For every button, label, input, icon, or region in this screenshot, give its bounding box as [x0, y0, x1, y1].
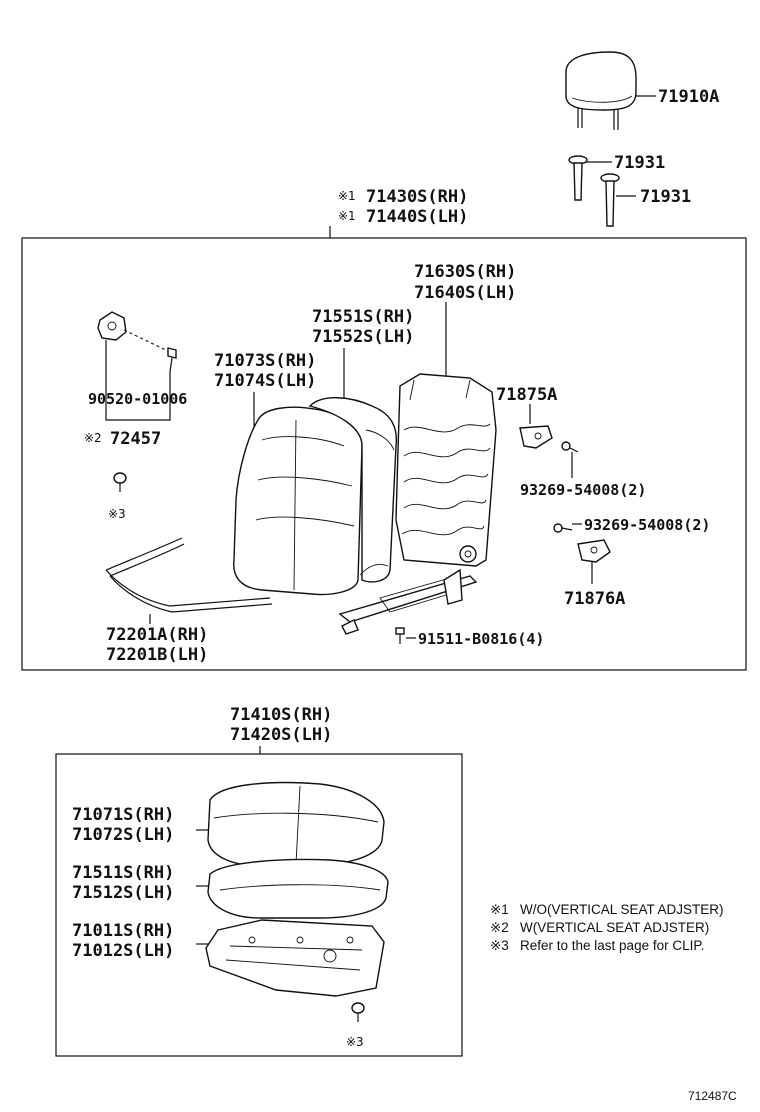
- wire-lh-label: 72201B(LH): [106, 645, 208, 665]
- back-cover-part: [233, 406, 363, 596]
- screw-lower-part: [553, 523, 573, 533]
- note-2-mark: ※2: [490, 920, 509, 935]
- screw-upper-label: 93269-54008(2): [520, 481, 646, 499]
- back-pad-part: [308, 397, 398, 583]
- back-pad-rh-label: 71551S(RH): [312, 307, 414, 327]
- hinge-cover-rh-label: 71875A: [496, 385, 557, 405]
- cushion-cover-part: [207, 781, 385, 867]
- back-frame-lh-label: 71640S(LH): [414, 283, 516, 303]
- cushion-frame-lh-label: 71012S(LH): [72, 941, 174, 961]
- recliner-rail-part: [338, 568, 478, 635]
- cushion-frame-part: [205, 919, 385, 997]
- seat-back-group-box: [21, 237, 747, 671]
- screw-lower-label: 93269-54008(2): [584, 516, 710, 534]
- headrest-support-upper-part: [568, 155, 588, 201]
- clip-cushion-mark: ※3: [346, 1035, 364, 1049]
- cushion-assy-lh-label: 71420S(LH): [230, 725, 332, 745]
- headrest-support-lower-part: [600, 173, 620, 227]
- back-cover-lh-label: 71074S(LH): [214, 371, 316, 391]
- wire-part: [105, 537, 273, 613]
- cushion-cover-lh-label: 71072S(LH): [72, 825, 174, 845]
- bolt-part: [395, 627, 405, 644]
- back-pad-lh-label: 71552S(LH): [312, 327, 414, 347]
- note-3-mark: ※3: [490, 938, 509, 953]
- clip-back-part: [113, 472, 127, 492]
- headrest-support-lower-label: 71931: [640, 187, 691, 207]
- cushion-pad-part: [207, 858, 389, 919]
- back-assy-rh-mark: ※1: [338, 189, 356, 203]
- seat-cushion-group-box: [55, 753, 463, 1057]
- headrest-label: 71910A: [658, 87, 719, 107]
- note-2-text: W(VERTICAL SEAT ADJSTER): [520, 920, 709, 935]
- cushion-cover-rh-label: 71071S(RH): [72, 805, 174, 825]
- knob-mark: ※2: [84, 431, 102, 445]
- screw-upper-part: [561, 441, 579, 453]
- clip-cushion-part: [351, 1002, 365, 1022]
- back-assy-lh-label: 71440S(LH): [366, 207, 468, 227]
- cushion-frame-rh-label: 71011S(RH): [72, 921, 174, 941]
- wire-rh-label: 72201A(RH): [106, 625, 208, 645]
- hinge-cover-rh-part: [519, 425, 553, 449]
- back-assy-lh-mark: ※1: [338, 209, 356, 223]
- note-1-mark: ※1: [490, 902, 509, 917]
- cushion-pad-rh-label: 71511S(RH): [72, 863, 174, 883]
- note-1-text: W/O(VERTICAL SEAT ADJSTER): [520, 902, 724, 917]
- knob-screw-label: 90520-01006: [88, 390, 187, 408]
- diagram-code: 712487C: [688, 1089, 737, 1103]
- headrest-part: [565, 51, 637, 130]
- notes-legend: ※1 W/O(VERTICAL SEAT ADJSTER) ※2 W(VERTI…: [490, 902, 724, 953]
- back-cover-rh-label: 71073S(RH): [214, 351, 316, 371]
- knob-screw-part: [167, 347, 177, 373]
- knob-label: 72457: [110, 429, 161, 449]
- back-frame-rh-label: 71630S(RH): [414, 262, 516, 282]
- cushion-pad-lh-label: 71512S(LH): [72, 883, 174, 903]
- back-assy-rh-label: 71430S(RH): [366, 187, 468, 207]
- hinge-cover-lh-label: 71876A: [564, 589, 625, 609]
- back-frame-part: [395, 373, 497, 567]
- bolt-label: 91511-B0816(4): [418, 630, 544, 648]
- cushion-assy-rh-label: 71410S(RH): [230, 705, 332, 725]
- note-3-text: Refer to the last page for CLIP.: [520, 938, 704, 953]
- clip-back-mark: ※3: [108, 507, 126, 521]
- headrest-support-upper-label: 71931: [614, 153, 665, 173]
- knob-part: [97, 311, 127, 341]
- hinge-cover-lh-part: [577, 539, 611, 563]
